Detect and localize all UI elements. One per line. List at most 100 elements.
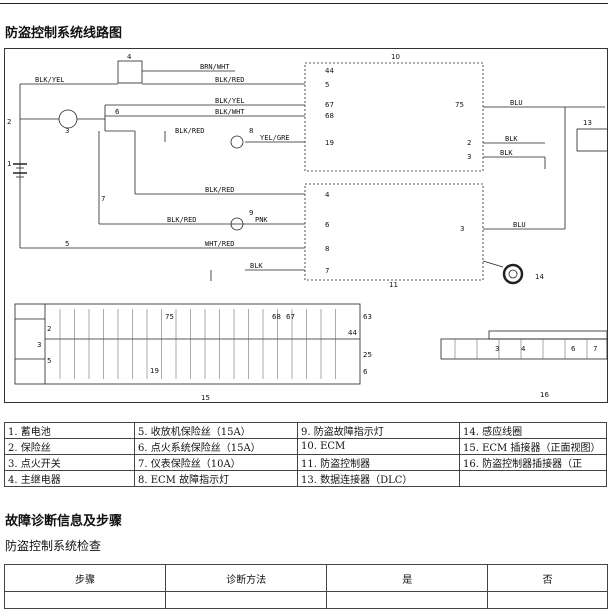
legend-row: 4. 主继电器 8. ECM 故障指示灯 13. 数据连接器（DLC） — [4, 470, 607, 487]
callout-number: 5 — [65, 240, 69, 248]
legend-cell: 11. 防盗控制器 — [297, 454, 460, 471]
wire-label: BLK — [505, 135, 518, 143]
legend-cell: 9. 防盗故障指示灯 — [297, 422, 460, 439]
connector-pin-label: 63 — [363, 313, 372, 321]
pin-number: 4 — [325, 191, 330, 199]
ecm-box — [304, 62, 484, 172]
callout-number: 13 — [583, 119, 592, 127]
callout-number: 8 — [249, 127, 253, 135]
connector-pin-label: 75 — [165, 313, 174, 321]
pin-number: 2 — [467, 139, 471, 147]
connector-pin-label: 3 — [495, 345, 499, 353]
section-heading: 故障诊断信息及步骤 — [5, 514, 123, 529]
callout-number: 16 — [540, 391, 549, 399]
ecm-connector — [14, 303, 361, 385]
connector-pin-label: 6 — [571, 345, 576, 353]
callout-number: 10 — [391, 53, 400, 61]
legend-cell: 13. 数据连接器（DLC） — [297, 470, 460, 487]
callout-number: 1 — [7, 160, 11, 168]
page-top-rule — [0, 3, 608, 4]
connector-pin-label: 4 — [521, 345, 526, 353]
wire-label: BLK/WHT — [215, 108, 245, 116]
dlc-connector — [576, 128, 607, 152]
section-subheading: 防盗控制系统检查 — [5, 539, 102, 553]
antenna-coil — [502, 263, 524, 285]
table-cell — [326, 591, 489, 609]
pin-number: 68 — [325, 112, 334, 120]
pin-number: 6 — [325, 221, 330, 229]
pin-number: 19 — [325, 139, 334, 147]
legend-table: 1. 蓄电池 5. 收放机保险丝（15A） 9. 防盗故障指示灯 14. 感应线… — [4, 422, 607, 487]
legend-cell: 7. 仪表保险丝（10A） — [134, 454, 298, 471]
callout-number: 14 — [535, 273, 544, 281]
legend-cell: 8. ECM 故障指示灯 — [134, 470, 298, 487]
diagnosis-steps-table: 步骤 诊断方法 是 否 — [3, 564, 608, 609]
legend-row: 3. 点火开关 7. 仪表保险丝（10A） 11. 防盗控制器 16. 防盗控制… — [4, 454, 607, 471]
pin-number: 7 — [325, 267, 329, 275]
wire-label: BLK/YEL — [35, 76, 65, 84]
table-header-row: 步骤 诊断方法 是 否 — [3, 564, 608, 592]
wire-label: BLK/YEL — [215, 97, 245, 105]
wire-label: BLK — [500, 149, 513, 157]
wire-label: BLU — [513, 221, 526, 229]
legend-cell: 16. 防盗控制器插接器（正 — [459, 454, 607, 471]
wire-label: BRN/WHT — [200, 63, 230, 71]
legend-cell: 4. 主继电器 — [4, 470, 135, 487]
ignition-switch — [58, 109, 78, 129]
legend-cell: 5. 收放机保险丝（15A） — [134, 422, 298, 439]
wire-label: BLK/RED — [167, 216, 197, 224]
legend-row: 1. 蓄电池 5. 收放机保险丝（15A） 9. 防盗故障指示灯 14. 感应线… — [4, 422, 607, 439]
connector-pin-label: 67 — [286, 313, 295, 321]
wire-label: WHT/RED — [205, 240, 235, 248]
column-header-step: 步骤 — [3, 564, 167, 592]
diagram-title: 防盗控制系统线路图 — [5, 26, 123, 41]
callout-number: 2 — [7, 118, 11, 126]
wire-label: BLU — [510, 99, 523, 107]
wire-label: YEL/GRE — [260, 134, 290, 142]
callout-number: 4 — [127, 53, 132, 61]
pin-number: 8 — [325, 245, 329, 253]
connector-pin-label: 3 — [37, 341, 41, 349]
column-header-yes: 是 — [326, 564, 489, 592]
connector-pin-label: 7 — [593, 345, 597, 353]
pin-number: 44 — [325, 67, 334, 75]
legend-cell: 1. 蓄电池 — [4, 422, 135, 439]
pin-number: 75 — [455, 101, 464, 109]
callout-number: 11 — [389, 281, 398, 289]
connector-pin-label: 68 — [272, 313, 281, 321]
legend-row: 2. 保险丝 6. 点火系统保险丝（15A） 10. ECM 15. ECM 插… — [4, 438, 607, 455]
column-header-no: 否 — [487, 564, 608, 592]
legend-cell: 15. ECM 插接器（正面视图） — [459, 438, 607, 455]
wire-label: PNK — [255, 216, 268, 224]
connector-pin-label: 25 — [363, 351, 372, 359]
wire-label: BLK/RED — [205, 186, 235, 194]
legend-cell: 6. 点火系统保险丝（15A） — [134, 438, 298, 455]
table-cell — [165, 591, 328, 609]
connector-pin-label: 44 — [348, 329, 357, 337]
callout-number: 9 — [249, 209, 253, 217]
pin-number: 3 — [460, 225, 464, 233]
pin-number: 67 — [325, 101, 334, 109]
callout-number: 7 — [101, 195, 105, 203]
connector-pin-label: 6 — [363, 368, 368, 376]
table-cell — [3, 591, 167, 609]
column-header-method: 诊断方法 — [165, 564, 328, 592]
callout-number: 15 — [201, 394, 210, 402]
wire-label: BLK — [250, 262, 263, 270]
legend-cell: 2. 保险丝 — [4, 438, 135, 455]
legend-cell: 10. ECM — [297, 438, 460, 455]
callout-number: 3 — [65, 127, 69, 135]
connector-pin-label: 19 — [150, 367, 159, 375]
legend-cell: 3. 点火开关 — [4, 454, 135, 471]
pin-number: 5 — [325, 81, 329, 89]
immobilizer-box — [304, 183, 484, 281]
connector-pin-label: 2 — [47, 325, 51, 333]
ecm-mil-lamp — [230, 135, 244, 149]
legend-cell: 14. 感应线圈 — [459, 422, 607, 439]
table-row — [3, 591, 608, 609]
legend-cell — [459, 470, 607, 487]
wire-label: BLK/RED — [215, 76, 245, 84]
wire-label: BLK/RED — [175, 127, 205, 135]
table-cell — [487, 591, 608, 609]
main-relay — [117, 60, 143, 84]
